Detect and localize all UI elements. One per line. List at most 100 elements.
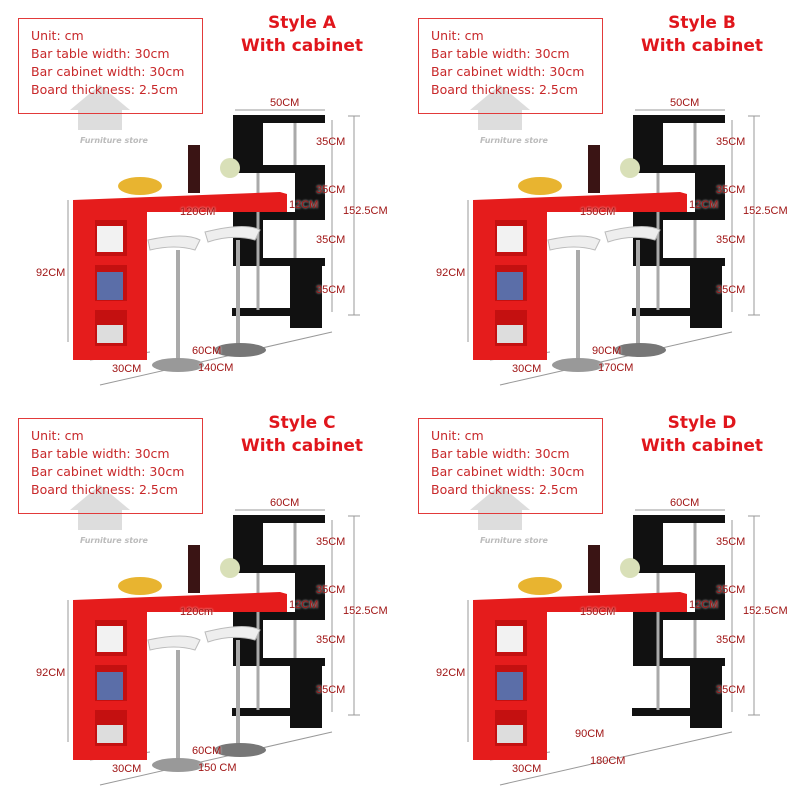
decor <box>497 545 640 743</box>
dim-table-height: 92CM <box>36 667 66 679</box>
decor <box>97 545 240 743</box>
black-cabinet <box>232 515 325 728</box>
dim-depth: 30CM <box>112 363 142 375</box>
dim-shelf-2: 35CM <box>316 584 346 596</box>
dim-table-length: 120cm <box>180 606 214 618</box>
style-subtitle: With cabinet <box>240 436 364 456</box>
spec-unit: Unit: cm <box>31 428 84 443</box>
dim-table-length: 120CM <box>180 206 216 218</box>
product-panel: Furniture store Unit: cm Bar table width… <box>0 0 400 400</box>
dim-shelf-1: 35CM <box>316 136 346 148</box>
dim-table-height: 92CM <box>436 267 466 279</box>
spec-cabinet-width: Bar cabinet width: 30cm <box>431 464 585 479</box>
dim-mid: 90CM <box>592 345 622 357</box>
dim-shelf-1: 35CM <box>316 536 346 548</box>
dim-gap: 12CM <box>289 199 319 211</box>
style-title: Style B With cabinet <box>632 12 772 58</box>
watermark-logo <box>70 485 130 530</box>
style-title: Style A With cabinet <box>232 12 372 58</box>
watermark-logo <box>70 85 130 130</box>
style-name: Style A <box>268 13 336 33</box>
dim-shelf-4: 35CM <box>316 284 346 296</box>
dim-shelf-1: 35CM <box>716 136 746 148</box>
black-cabinet <box>232 115 325 328</box>
bar-table-illustration <box>67 85 360 386</box>
spec-cabinet-width: Bar cabinet width: 30cm <box>31 64 185 79</box>
dim-shelf-4: 35CM <box>316 684 346 696</box>
dim-shelf-4: 35CM <box>716 284 746 296</box>
watermark-text: Furniture store <box>80 136 148 145</box>
bar-stools <box>547 226 666 372</box>
spec-cabinet-width: Bar cabinet width: 30cm <box>431 64 585 79</box>
spec-box: Unit: cm Bar table width: 30cm Bar cabin… <box>418 418 603 514</box>
spec-unit: Unit: cm <box>431 428 484 443</box>
spec-box: Unit: cm Bar table width: 30cm Bar cabin… <box>418 18 603 114</box>
style-title: Style C With cabinet <box>232 412 372 458</box>
style-subtitle: With cabinet <box>240 36 364 56</box>
dim-total-length: 150 CM <box>198 762 237 774</box>
decor <box>97 145 240 343</box>
style-name: Style D <box>667 413 737 433</box>
style-name: Style C <box>268 413 336 433</box>
dim-total-height: 152.5CM <box>343 205 388 217</box>
dim-mid: 60CM <box>192 745 222 757</box>
dim-total-length: 170CM <box>598 362 634 374</box>
dim-table-height: 92CM <box>436 667 466 679</box>
bar-table-illustration <box>467 85 760 386</box>
watermark-logo <box>470 485 530 530</box>
dim-shelf-3: 35CM <box>716 234 746 246</box>
dim-shelf-2: 35CM <box>716 584 746 596</box>
dim-total-height: 152.5CM <box>743 605 788 617</box>
product-panel: Furniture store Unit: cm Bar table width… <box>400 400 800 800</box>
dim-shelf-1: 35CM <box>716 536 746 548</box>
dim-total-length: 140CM <box>198 362 234 374</box>
dim-table-height: 92CM <box>36 267 66 279</box>
spec-board-thickness: Board thickness: 2.5cm <box>431 82 578 97</box>
style-name: Style B <box>668 13 736 33</box>
dim-shelf-3: 35CM <box>316 234 346 246</box>
watermark-text: Furniture store <box>80 536 148 545</box>
dim-shelf-4: 35CM <box>716 684 746 696</box>
dim-top-width: 60CM <box>670 497 700 509</box>
spec-board-thickness: Board thickness: 2.5cm <box>31 482 178 497</box>
bar-stools <box>147 626 266 772</box>
spec-table-width: Bar table width: 30cm <box>431 46 570 61</box>
bar-table-illustration <box>67 485 360 786</box>
dim-shelf-2: 35CM <box>716 184 746 196</box>
bar-table-illustration <box>467 485 760 786</box>
product-panel: Furniture store Unit: cm Bar table width… <box>0 400 400 800</box>
spec-table-width: Bar table width: 30cm <box>431 446 570 461</box>
spec-box: Unit: cm Bar table width: 30cm Bar cabin… <box>18 18 203 114</box>
dim-shelf-3: 35CM <box>316 634 346 646</box>
dimension-lines <box>67 509 360 786</box>
style-subtitle: With cabinet <box>640 36 764 56</box>
dim-gap: 12CM <box>289 599 319 611</box>
bar-stools <box>147 226 266 372</box>
dim-top-width: 60CM <box>270 497 300 509</box>
spec-table-width: Bar table width: 30cm <box>31 446 170 461</box>
dim-total-height: 152.5CM <box>343 605 388 617</box>
watermark-text: Furniture store <box>480 536 548 545</box>
spec-unit: Unit: cm <box>31 28 84 43</box>
style-subtitle: With cabinet <box>640 436 764 456</box>
black-cabinet <box>632 515 725 728</box>
decor <box>497 145 640 343</box>
watermark-logo <box>470 85 530 130</box>
dim-total-height: 152.5CM <box>743 205 788 217</box>
dim-gap: 12CM <box>689 199 719 211</box>
spec-board-thickness: Board thickness: 2.5cm <box>31 82 178 97</box>
black-cabinet <box>632 115 725 328</box>
dim-mid: 60CM <box>192 345 222 357</box>
watermark-text: Furniture store <box>480 136 548 145</box>
dim-shelf-3: 35CM <box>716 634 746 646</box>
spec-board-thickness: Board thickness: 2.5cm <box>431 482 578 497</box>
dim-depth: 30CM <box>112 763 142 775</box>
spec-table-width: Bar table width: 30cm <box>31 46 170 61</box>
spec-cabinet-width: Bar cabinet width: 30cm <box>31 464 185 479</box>
dim-table-length: 150CM <box>580 606 616 618</box>
dim-total-length: 180CM <box>590 755 626 767</box>
spec-box: Unit: cm Bar table width: 30cm Bar cabin… <box>18 418 203 514</box>
dim-depth: 30CM <box>512 763 542 775</box>
dim-mid: 90CM <box>575 728 605 740</box>
dim-table-length: 150CM <box>580 206 616 218</box>
